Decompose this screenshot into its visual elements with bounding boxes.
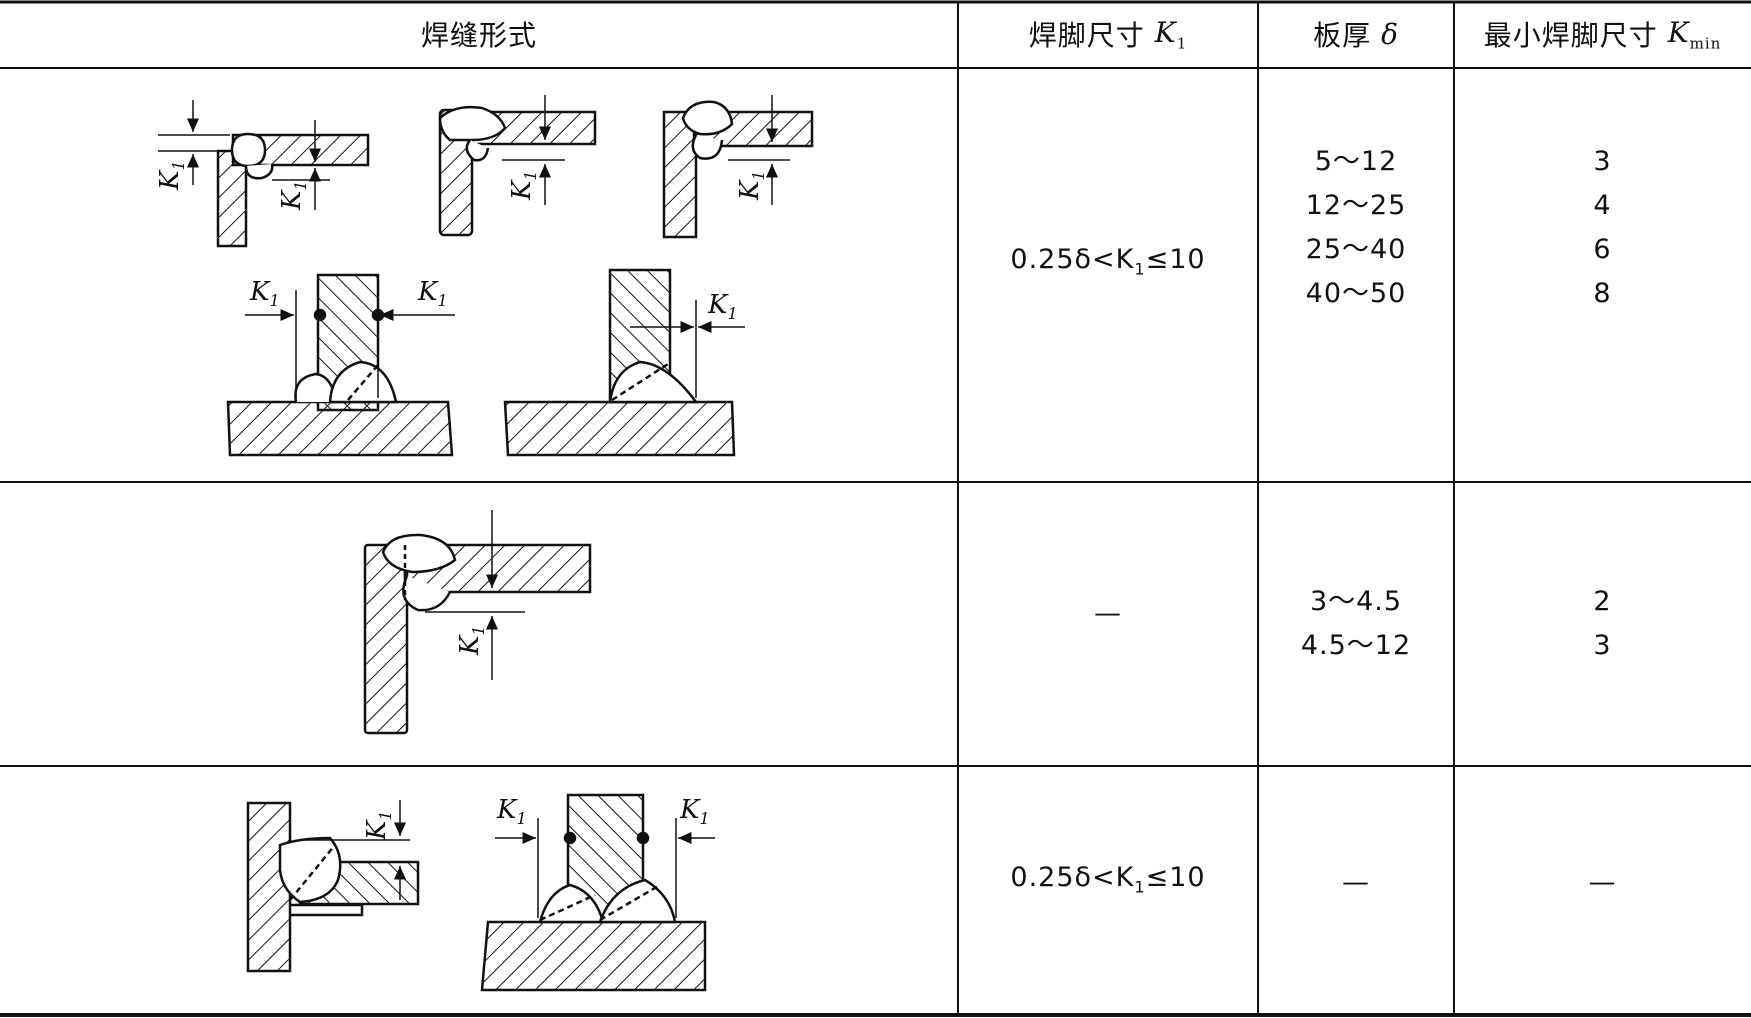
k1-label: K1 [735,170,768,201]
header-weld-form: 焊缝形式 [0,0,958,68]
k1-label: K1 [155,160,188,191]
min-leg-value: 4 [1593,190,1612,221]
min-leg-value: 3 [1593,146,1612,177]
min-leg-value: 2 [1593,586,1612,617]
weld-figure-tee-double-2 [480,793,715,992]
header-min-leg-text: 最小焊脚尺寸 [1483,19,1658,52]
weld-figure-corner-1 [158,100,370,248]
header-leg-symbol: K1 [1154,15,1188,53]
weld-figure-tee-double [226,273,455,457]
k1-label: K1 [707,290,738,323]
weld-figure-corner-2 [438,95,597,237]
row2-min-leg: 2 3 [1454,580,1751,680]
header-leg-size: 焊脚尺寸 K1 [958,0,1258,68]
min-leg-value: 3 [1593,630,1612,661]
header-thickness: 板厚 δ [1258,0,1454,68]
min-leg-dash: — [1588,866,1617,898]
row1-min-leg: 3 4 6 8 [1454,140,1751,440]
thickness-value: 3～4.5 [1309,586,1403,617]
min-leg-value: 6 [1593,234,1612,265]
min-leg-value: 8 [1593,278,1612,309]
thickness-dash: — [1342,866,1370,898]
row3-min-leg: — [1454,766,1751,1015]
k1-label: K1 [277,180,310,211]
k1-label: K1 [496,795,527,828]
thickness-value: 40～50 [1305,278,1407,309]
weld-figure-tee-single [503,268,745,457]
header-leg-size-text: 焊脚尺寸 [1028,19,1145,52]
weld-figure-corner-double [363,510,592,735]
row1-leg-size: 0.25δ<K1≤10 [1010,244,1206,279]
row3-leg-size: 0.25δ<K1≤10 [1010,861,1206,897]
k1-label: K1 [455,625,488,656]
thickness-value: 4.5～12 [1300,630,1412,661]
header-thickness-symbol: δ [1381,17,1399,51]
leg-size-dash: — [1094,598,1122,629]
k1-label: K1 [249,277,280,310]
header-thickness-text: 板厚 [1313,19,1372,52]
weld-figure-corner-3 [662,95,814,239]
k1-label: K1 [679,795,710,828]
row3-thickness: — [1258,766,1454,1015]
k1-label: K1 [507,170,540,201]
k1-label: K1 [417,277,448,310]
k1-label: K1 [362,810,395,841]
header-min-leg: 最小焊脚尺寸 Kmin [1454,0,1751,68]
thickness-value: 5～12 [1314,146,1398,177]
row2-thickness: 3～4.5 4.5～12 [1258,580,1454,680]
row2-leg-size: — [958,482,1258,766]
weld-figure-lap [246,800,420,973]
thickness-value: 12～25 [1305,190,1407,221]
header-min-symbol: Kmin [1667,15,1722,53]
thickness-value: 25～40 [1305,234,1407,265]
row1-thickness: 5～12 12～25 25～40 40～50 [1258,140,1454,440]
header-weld-form-text: 焊缝形式 [420,19,537,52]
